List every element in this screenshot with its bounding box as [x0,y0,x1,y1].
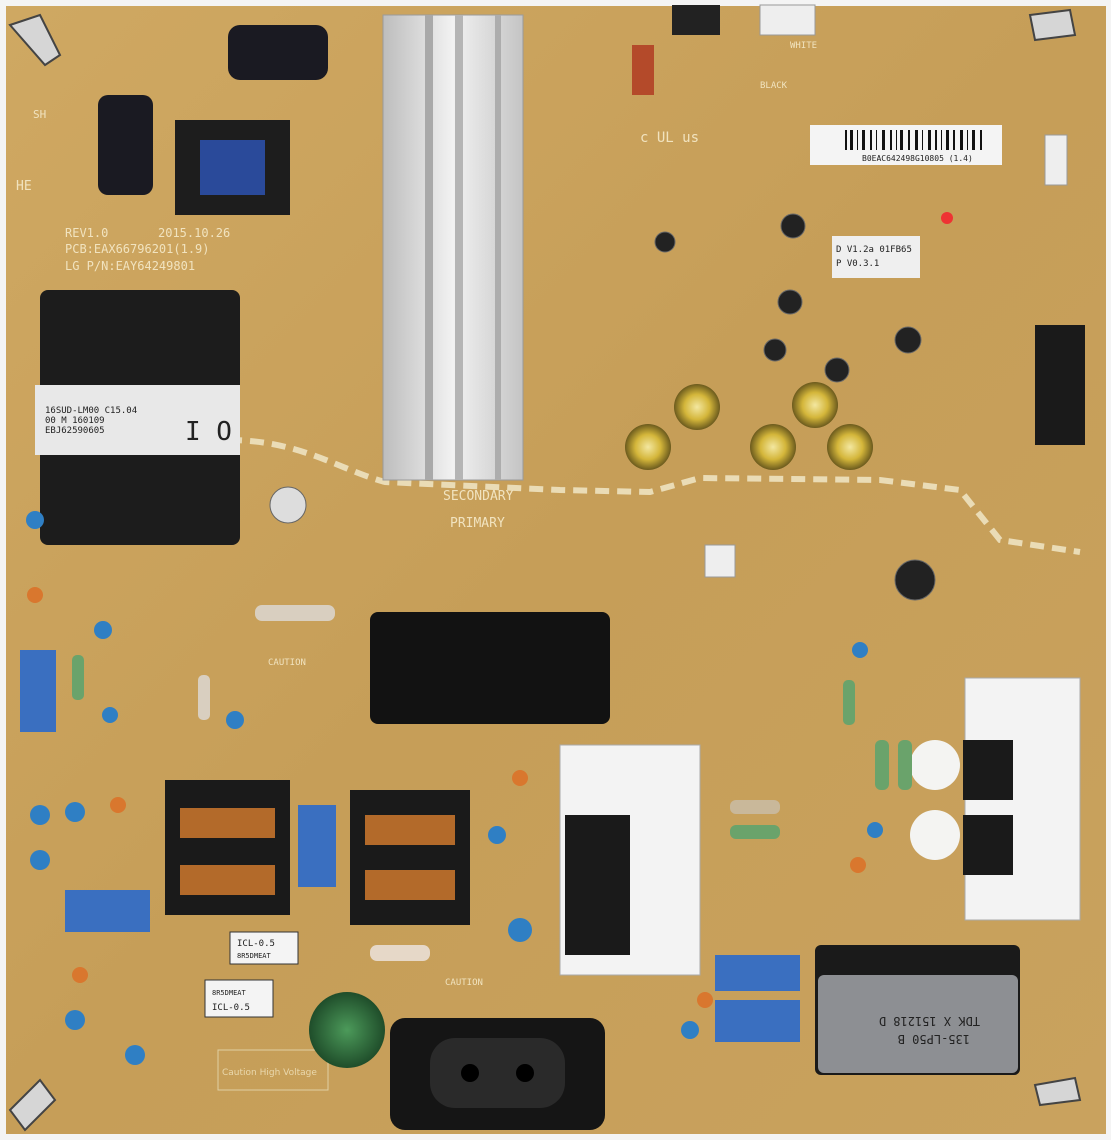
capacitor-vertical [98,95,153,195]
small-black-capacitors [269,213,936,601]
caution-text: CAUTION [268,658,306,668]
ceramic-capacitors [26,511,883,1065]
mosfet-1 [963,740,1013,800]
svg-text:EBJ62590605: EBJ62590605 [45,426,105,436]
isolation-boundary-line [227,437,1081,555]
ac-power-inlet [390,1018,605,1130]
svg-text:135-LP50 B: 135-LP50 B [898,1032,970,1046]
svg-text:B0EAC642498G10805 (1.4): B0EAC642498G10805 (1.4) [862,154,973,163]
svg-text:00 M 160109: 00 M 160109 [45,416,105,426]
connector-black [672,5,720,35]
connector-right [1035,325,1085,445]
clip-top-left [8,13,62,67]
bulk-capacitor [370,612,610,724]
svg-text:ICL-0.5: ICL-0.5 [212,1003,250,1013]
firmware-label: D V1.2a 01FB65 P V0.3.1 [832,236,920,278]
clip-top-right [1028,8,1077,42]
yellow-capacitors [625,382,873,470]
date-text: 2015.10.26 [158,226,230,240]
svg-text:ICL-0.5: ICL-0.5 [237,939,275,949]
resistors [72,605,912,961]
black-connector-label: BLACK [760,81,788,91]
varistor [309,992,385,1068]
line-filter-tdk: TDK X 151218 D 135-LP50 B [815,945,1020,1075]
red-led [941,212,953,224]
orange-capacitors [27,587,866,1008]
common-mode-choke-2 [350,790,470,925]
primary-label: PRIMARY [450,516,505,531]
svg-text:I O: I O [185,417,232,447]
bridge-rectifier [565,815,630,955]
clip-bottom-left [8,1078,57,1132]
barcode-label: B0EAC642498G10805 (1.4) [810,125,1002,165]
svg-text:8R5DMEAT: 8R5DMEAT [237,952,272,960]
svg-text:8R5DMEAT: 8R5DMEAT [212,989,247,997]
common-mode-choke-1 [165,780,290,915]
ferrite-bead-1 [910,740,960,790]
white-connector-label: WHITE [790,41,817,51]
svg-text:P V0.3.1: P V0.3.1 [836,259,879,269]
clip-bottom-right [1033,1076,1082,1107]
svg-text:D V1.2a 01FB65: D V1.2a 01FB65 [836,245,912,255]
ferrite-bead-2 [910,810,960,860]
he-mark: HE [16,179,32,194]
connector-mid [704,544,736,578]
blue-film-capacitors [20,650,800,1042]
icl-thermistor-top: ICL-0.5 8R5DMEAT [229,931,299,965]
capacitor-top [228,25,328,80]
icl-thermistor-bottom: 8R5DMEAT ICL-0.5 [204,979,274,1018]
high-voltage-text: Caution High Voltage [222,1068,317,1078]
pcb-number-text: PCB:EAX66796201(1.9) [65,242,210,256]
ul-mark: c UL us [640,130,699,146]
red-film-capacitor [632,45,654,95]
mounting-clips [8,8,1082,1132]
svg-text:TDK X 151218 D: TDK X 151218 D [879,1014,980,1028]
main-transformer: 16SUD-LM00 C15.04 00 M 160109 EBJ6259060… [35,290,240,545]
sh-mark: SH [33,108,46,121]
mosfet-2 [963,815,1013,875]
heatsink-top [382,14,524,481]
revision-text: REV1.0 [65,226,108,240]
part-number-text: LG P/N:EAY64249801 [65,259,195,273]
caution-text-bottom: CAUTION [445,978,483,988]
connector-white [759,4,816,36]
standby-transformer-core [200,140,265,195]
svg-text:16SUD-LM00 C15.04: 16SUD-LM00 C15.04 [45,406,137,416]
high-voltage-box [217,1049,329,1091]
connector-small-white [1044,134,1068,186]
secondary-label: SECONDARY [443,489,514,504]
